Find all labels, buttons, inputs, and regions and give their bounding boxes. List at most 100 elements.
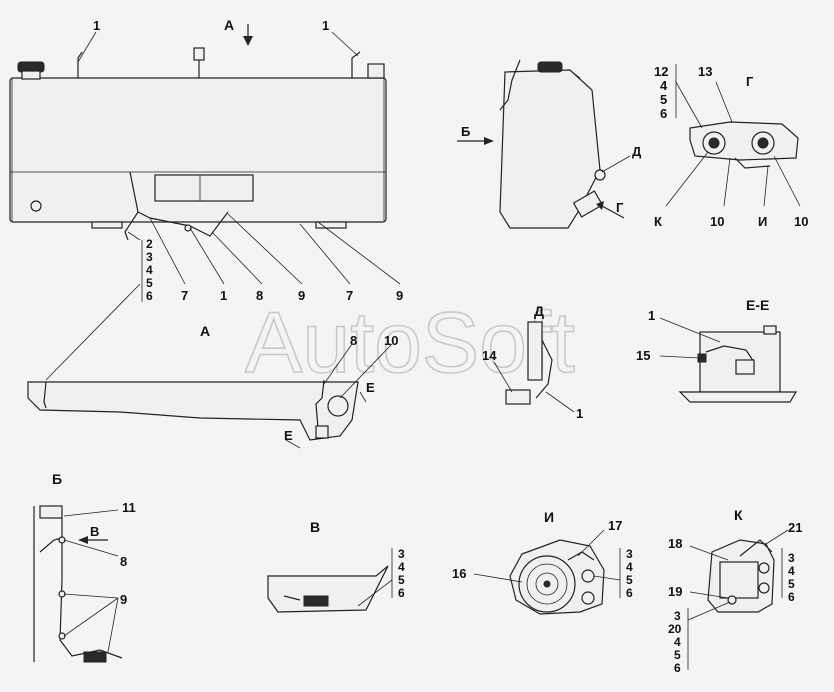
mount-post: [527, 321, 543, 381]
view-d: [493, 321, 575, 413]
callout-label: 4: [674, 635, 681, 649]
callout-label: 17: [608, 518, 622, 533]
callout-label: 6: [146, 289, 153, 303]
v-wire: [283, 595, 301, 601]
leader-line: [63, 509, 119, 517]
callout-label: 13: [698, 64, 712, 79]
callout-label: 1: [220, 288, 227, 303]
callout-label: 6: [398, 586, 405, 600]
callout-label: 3: [788, 551, 795, 565]
filler-neck: [21, 70, 41, 80]
side-fitting: [594, 169, 606, 181]
callout-label: 6: [626, 586, 633, 600]
leader-line: [763, 165, 769, 207]
lamp-center-icon: [708, 137, 720, 149]
view-arrow-icon: [596, 201, 604, 210]
side-bracket: [572, 190, 604, 218]
leader-line: [715, 81, 733, 123]
leader-line: [211, 231, 263, 285]
view-ee: [659, 317, 798, 403]
callout-label: 6: [660, 106, 667, 121]
callout-label: 3: [626, 547, 633, 561]
leader-line: [689, 591, 729, 599]
b-wire: [59, 518, 123, 659]
callout-label: 1: [648, 308, 655, 323]
hose-curve: [535, 339, 553, 399]
main-view-arrow-label: А: [224, 17, 234, 33]
callout-label: 5: [660, 92, 667, 107]
leader-line: [593, 575, 621, 581]
callout-label: 8: [256, 288, 263, 303]
main-tank-view: [9, 24, 401, 302]
leader-line: [299, 223, 351, 285]
leader-line: [127, 231, 141, 241]
fastener-icon: [581, 591, 595, 605]
drain-plug-icon: [30, 200, 42, 212]
fastener-icon: [758, 582, 770, 594]
callout-label: 5: [788, 577, 795, 591]
leader-line: [689, 545, 729, 561]
callout-label: 3: [146, 250, 153, 264]
leader-line: [317, 221, 401, 285]
leader-line: [63, 539, 119, 557]
top-center-sender: [193, 47, 205, 61]
section-label-e: Е: [284, 428, 293, 443]
callout-label: 7: [181, 288, 188, 303]
callout-label: 16: [452, 566, 466, 581]
fuel-tank-body: [9, 77, 387, 223]
lamp-ring-icon: [535, 572, 559, 596]
section-mark: [285, 439, 301, 449]
callout-label: 6: [674, 661, 681, 675]
callout-label: 1: [93, 18, 100, 33]
leader-line: [659, 355, 701, 359]
leader-line: [765, 529, 789, 545]
leader-line: [357, 579, 393, 607]
leader-line: [63, 597, 119, 637]
leader-line: [331, 31, 359, 57]
clip-icon: [184, 224, 192, 232]
leader-line: [149, 217, 186, 285]
callout-label: 5: [626, 573, 633, 587]
leader-line: [577, 529, 605, 557]
leader-line: [687, 601, 731, 621]
leader-line: [773, 155, 801, 207]
leader-line: [63, 593, 119, 599]
callout-label: 6: [788, 590, 795, 604]
leader-line: [45, 283, 141, 381]
callout-label: 1: [576, 406, 583, 421]
callout-label: 3: [674, 609, 681, 623]
callout-label: 9: [120, 592, 127, 607]
callout-label: 19: [668, 584, 682, 599]
left-mount-strap: [91, 221, 123, 229]
leader-line: [601, 155, 631, 173]
top-right-clip: [351, 51, 361, 78]
callout-label: 3: [398, 547, 405, 561]
watermark-text: AutoSoft: [245, 295, 575, 391]
top-right-fitting: [367, 63, 385, 79]
view-g: [665, 64, 801, 207]
callout-label: 2: [146, 237, 153, 251]
leader-line: [659, 317, 721, 343]
view-title-b: Б: [52, 471, 62, 487]
callout-label: 20: [668, 622, 682, 636]
callout-label: 18: [668, 536, 682, 551]
sensor-connector: [315, 425, 329, 439]
cap-fitting: [763, 325, 777, 335]
view-k: [687, 529, 789, 670]
k-wire: [739, 539, 773, 557]
callout-label: 4: [146, 263, 153, 277]
v-bracket: [267, 565, 389, 613]
leader-line: [339, 343, 393, 399]
terminal-block: [735, 359, 755, 375]
callout-label: 4: [788, 564, 795, 578]
leader-line: [323, 343, 353, 385]
bottom-plug-icon: [83, 651, 107, 663]
callout-label: 4: [660, 78, 668, 93]
fastener-icon: [758, 562, 770, 574]
callout-label: 8: [120, 554, 127, 569]
lamp-center-icon: [543, 580, 551, 588]
callout-label: 10: [794, 214, 808, 229]
filler-cap-icon: [537, 61, 563, 73]
section-mark: [359, 391, 367, 403]
